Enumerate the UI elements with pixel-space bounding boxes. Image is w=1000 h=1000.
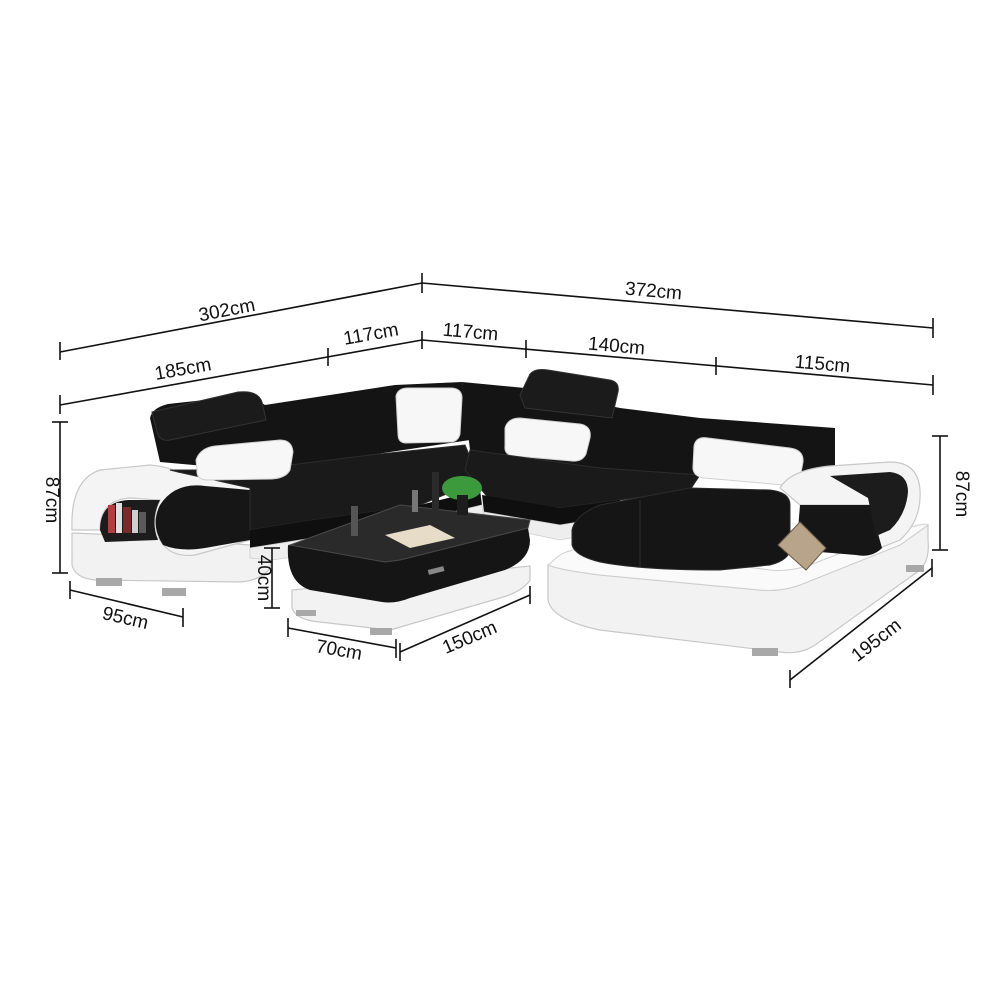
left-pillow	[195, 439, 294, 481]
table-magazine	[385, 525, 455, 548]
label-table-length: 150cm	[439, 617, 500, 659]
table-white-base	[291, 565, 531, 631]
label-seg-117-right: 117cm	[442, 320, 499, 346]
left-headrest	[151, 391, 267, 441]
left-foot	[96, 578, 122, 586]
label-seg-115: 115cm	[794, 352, 851, 378]
middle-pillow	[504, 417, 591, 462]
table-foot-2	[370, 628, 392, 635]
label-height-left: 87cm	[41, 477, 62, 523]
dimension-lines	[52, 273, 948, 688]
table-black-body	[287, 528, 530, 603]
right-shelf-opening	[830, 472, 908, 536]
corner-pillow	[395, 387, 463, 444]
sofa-illustration	[71, 369, 929, 656]
label-overall-right: 372cm	[624, 279, 683, 305]
label-chaise-depth: 195cm	[848, 615, 906, 667]
handbag	[777, 521, 827, 571]
left-foot-2	[162, 588, 186, 596]
table-foot	[296, 610, 316, 616]
table-plant	[442, 476, 482, 500]
table-drawer-handle	[427, 566, 445, 575]
coffee-table	[287, 472, 531, 635]
right-foot-2	[906, 565, 924, 572]
table-glass	[412, 490, 418, 512]
chaise-cushion	[571, 487, 791, 571]
label-seg-185: 185cm	[153, 354, 213, 385]
label-table-height: 40cm	[253, 555, 274, 601]
label-seg-140: 140cm	[587, 334, 646, 360]
right-foot	[752, 648, 778, 656]
shelf-books	[108, 503, 146, 533]
table-glass-2	[351, 506, 358, 536]
left-arm-black-panel	[155, 485, 250, 550]
middle-headrest	[519, 369, 619, 419]
label-height-right: 87cm	[951, 471, 972, 517]
label-overall-left: 302cm	[197, 295, 257, 326]
table-bottle	[432, 472, 439, 510]
plant-pot	[457, 495, 468, 515]
